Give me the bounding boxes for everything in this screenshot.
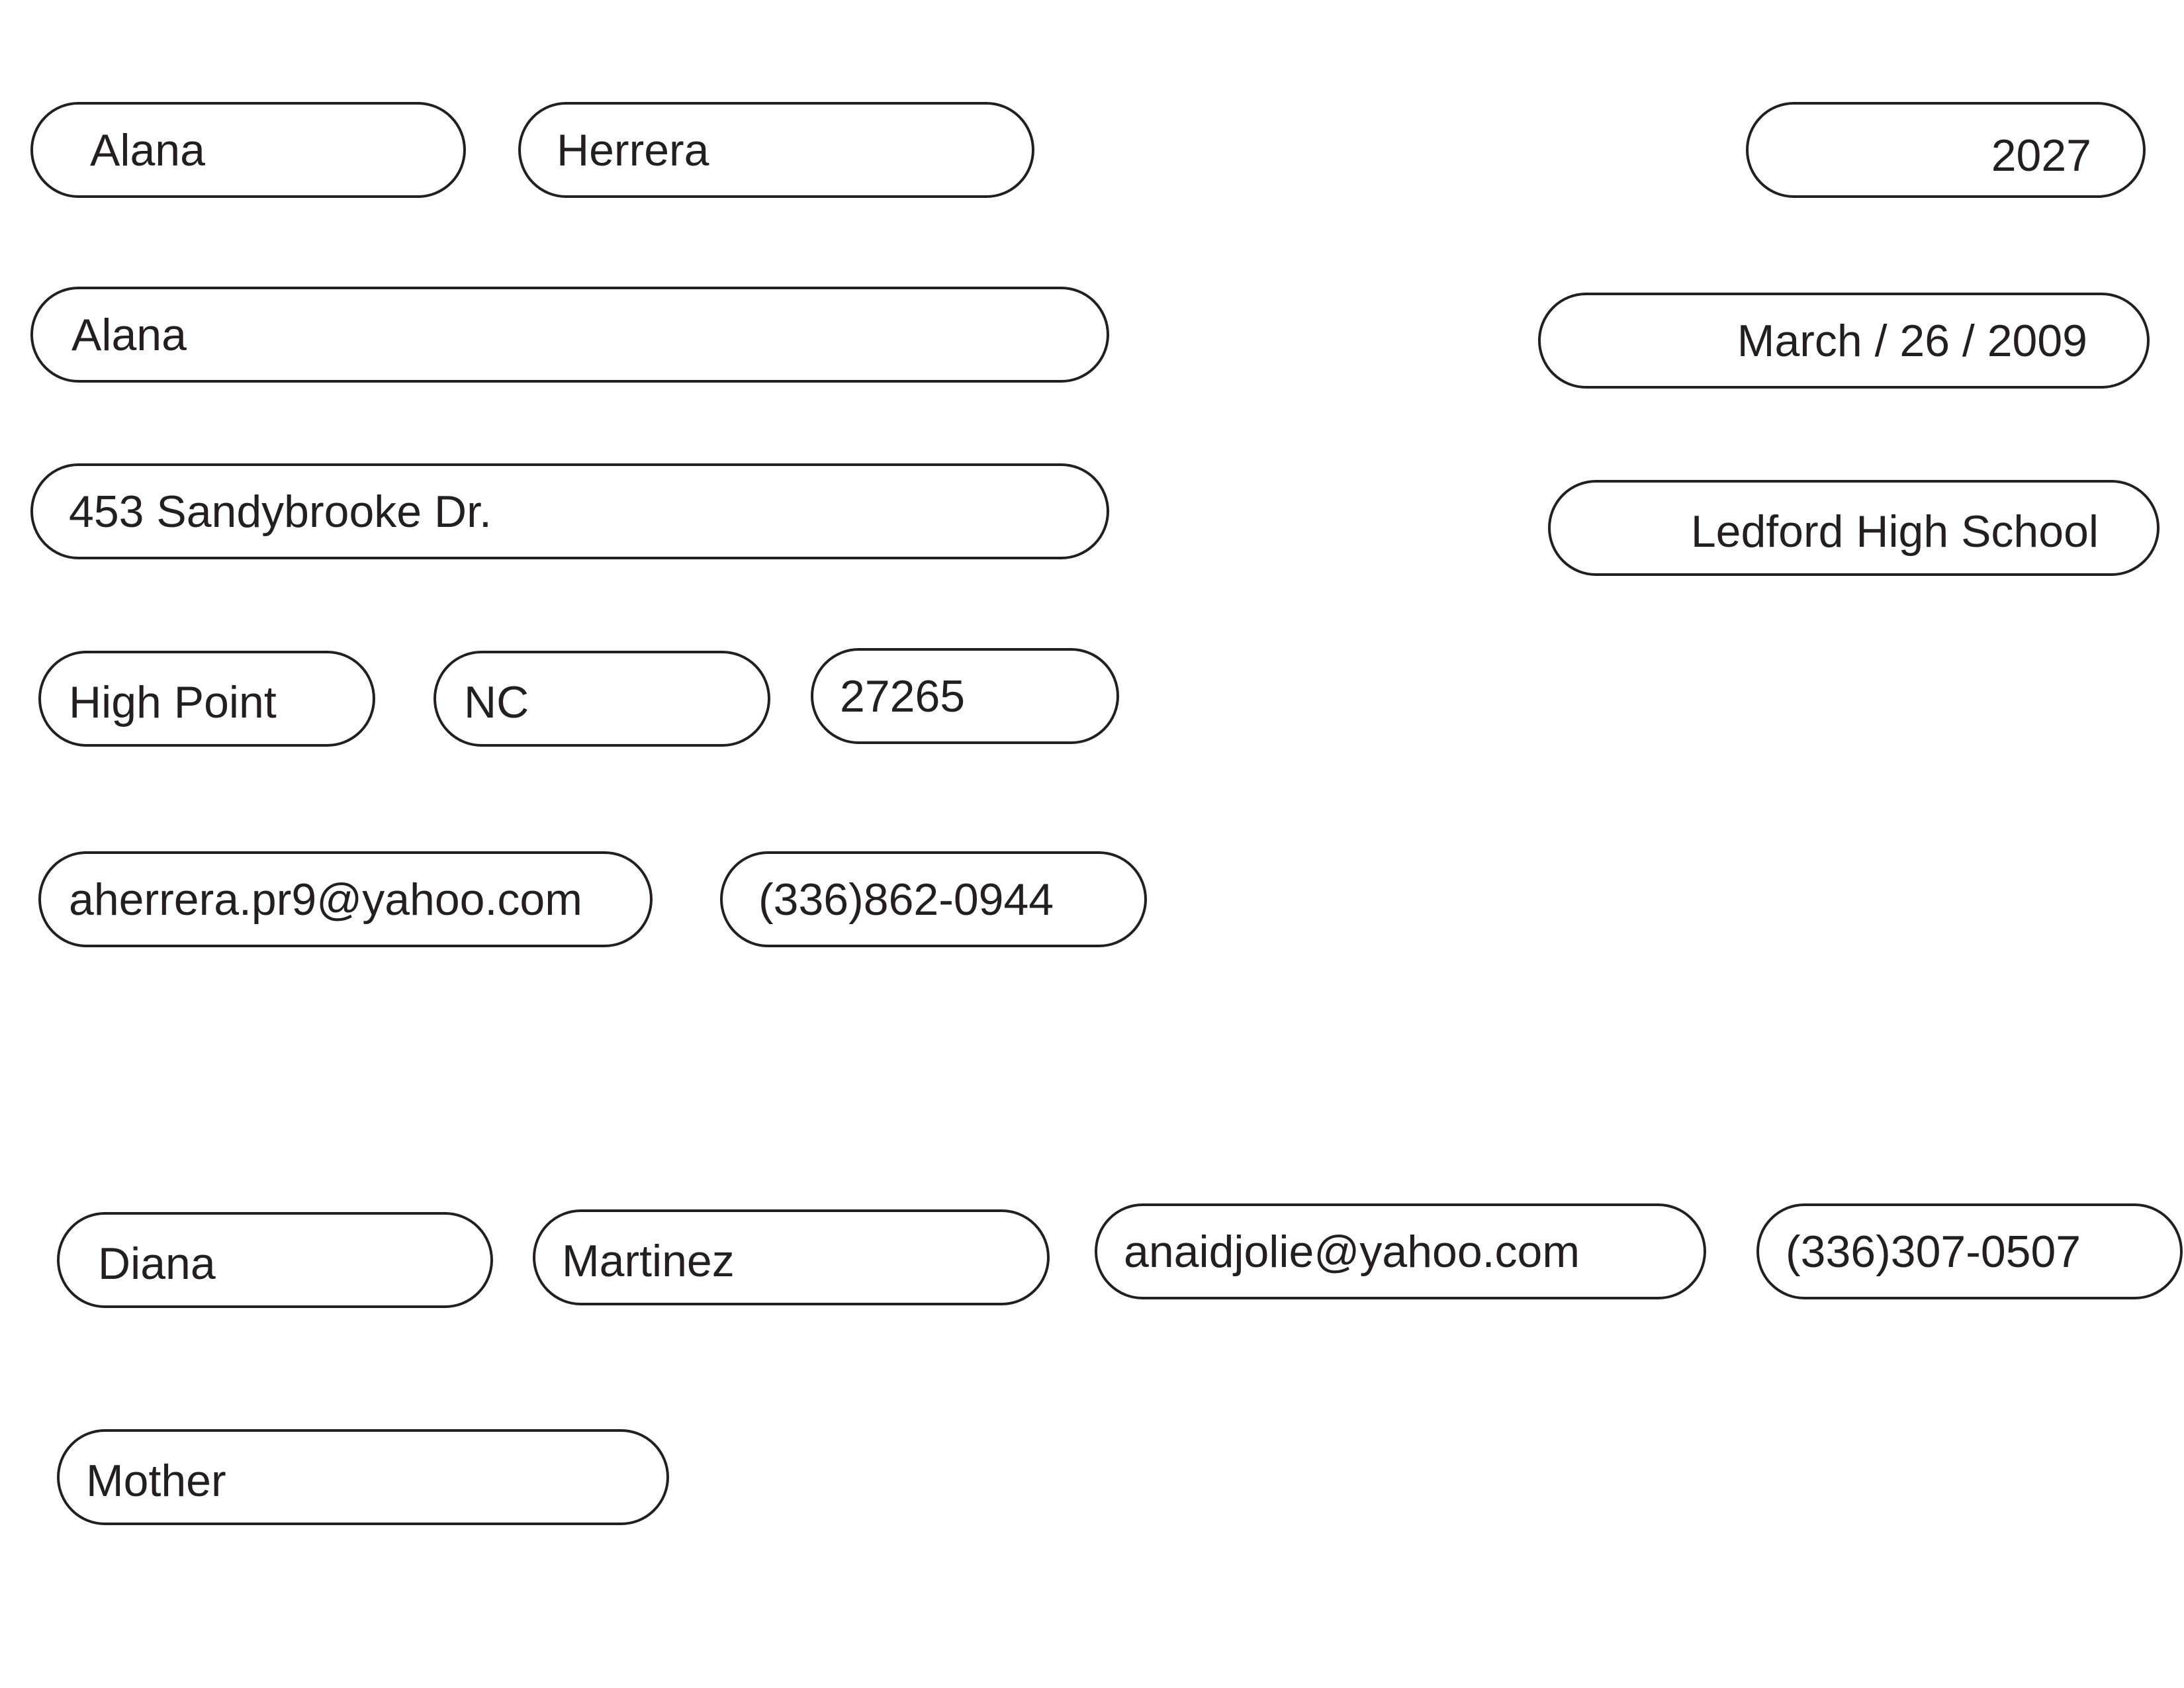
school-value: Ledford High School	[1690, 506, 2099, 557]
student-email-value: aherrera.pr9@yahoo.com	[69, 874, 582, 925]
guardian-email-field[interactable]: anaidjolie@yahoo.com	[1095, 1203, 1706, 1299]
graduation-year-field[interactable]: 2027	[1746, 102, 2146, 198]
graduation-year-value: 2027	[1991, 130, 2091, 181]
guardian-relationship-value: Mother	[86, 1455, 226, 1506]
street-address-field[interactable]: 453 Sandybrooke Dr.	[30, 463, 1109, 559]
student-phone-field[interactable]: (336)862-0944	[720, 851, 1147, 947]
student-phone-value: (336)862-0944	[758, 874, 1054, 925]
guardian-email-value: anaidjolie@yahoo.com	[1124, 1226, 1580, 1277]
street-address-value: 453 Sandybrooke Dr.	[69, 486, 492, 537]
state-field[interactable]: NC	[433, 651, 770, 747]
zip-value: 27265	[840, 671, 966, 722]
student-last-name-value: Herrera	[557, 124, 709, 175]
date-of-birth-field[interactable]: March / 26 / 2009	[1538, 293, 2150, 389]
guardian-last-name-value: Martinez	[562, 1235, 735, 1286]
city-value: High Point	[69, 677, 277, 727]
preferred-name-value: Alana	[71, 309, 187, 360]
city-field[interactable]: High Point	[38, 651, 375, 747]
student-last-name-field[interactable]: Herrera	[518, 102, 1034, 198]
guardian-phone-value: (336)307-0507	[1786, 1226, 2081, 1277]
zip-field[interactable]: 27265	[811, 648, 1119, 744]
school-field[interactable]: Ledford High School	[1548, 480, 2160, 576]
guardian-first-name-field[interactable]: Diana	[57, 1212, 493, 1308]
guardian-first-name-value: Diana	[98, 1238, 216, 1289]
preferred-name-field[interactable]: Alana	[30, 287, 1109, 383]
student-first-name-field[interactable]: Alana	[30, 102, 466, 198]
state-value: NC	[464, 677, 529, 727]
guardian-last-name-field[interactable]: Martinez	[533, 1209, 1050, 1305]
guardian-relationship-field[interactable]: Mother	[57, 1429, 669, 1525]
guardian-phone-field[interactable]: (336)307-0507	[1756, 1203, 2183, 1299]
student-first-name-value: Alana	[90, 124, 205, 175]
student-email-field[interactable]: aherrera.pr9@yahoo.com	[38, 851, 653, 947]
date-of-birth-value: March / 26 / 2009	[1737, 315, 2087, 366]
